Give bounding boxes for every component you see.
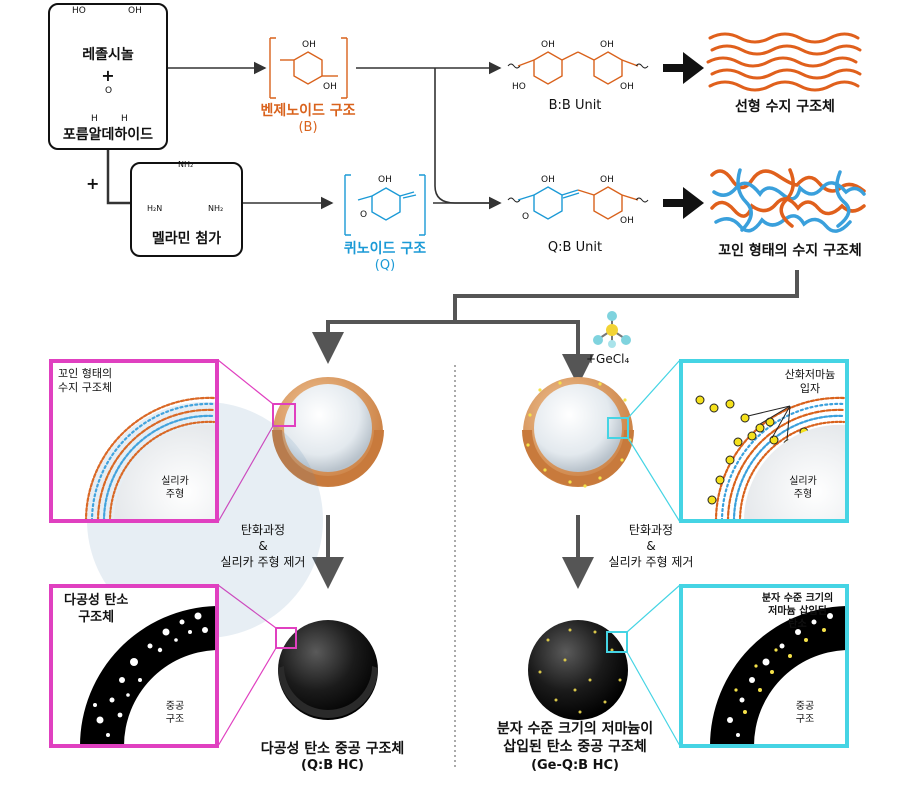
qb-wavy-right (635, 197, 649, 203)
benzenoid-oh2: OH (323, 82, 337, 92)
inset-left-bottom (49, 584, 219, 748)
twisted-result-label: 꼬인 형태의 수지 구조체 (718, 243, 862, 259)
qb-o: O (522, 212, 530, 222)
qb-oh1: OH (541, 175, 555, 185)
distribution-lines (312, 270, 799, 386)
melamine-box (130, 162, 243, 257)
zoom-connectors (217, 359, 681, 747)
qb-oh2: OH (600, 175, 614, 185)
left-step-label: 탄화과정 & 실리카 주형 제거 (220, 523, 306, 569)
formaldehyde-h1-label: H (91, 114, 98, 124)
resorcinol-ho-label: HO (72, 6, 86, 16)
twisted-resin-icon (710, 168, 866, 233)
bb-wavy-right (635, 63, 649, 69)
gecl4-label: +GeCl₄ (586, 352, 630, 366)
quinoid-o: O (360, 210, 368, 220)
right-step-label: 탄화과정 & 실리카 주형 제거 (608, 523, 694, 569)
quinoid-oh1: OH (378, 175, 392, 185)
bb-unit-molecule (517, 51, 639, 85)
benzenoid-abbr: (B) (298, 120, 318, 135)
arrow-right-icon (663, 52, 704, 219)
step-arrows (312, 515, 594, 589)
formaldehyde-h2-label: H (121, 114, 128, 124)
right-inset-top-title: 산화저마늄 입자 (784, 368, 836, 395)
right-inset-bottom-title: 분자 수준 크기의 저마늄 삽입된 탄소 (761, 593, 834, 630)
resin-coated-sphere-left (272, 377, 384, 487)
right-caption: 분자 수준 크기의 저마늄이 삽입된 탄소 중공 구조체 (496, 721, 654, 755)
inset-right-top (679, 359, 849, 523)
bb-oh2: OH (600, 40, 614, 50)
quinoid-label: 퀴노이드 구조 (343, 241, 427, 257)
zoom-box-right-bottom (606, 631, 628, 653)
qb-oh3: OH (620, 216, 634, 226)
bb-unit-label: B:B Unit (548, 98, 602, 113)
melamine-plus: + (86, 174, 100, 193)
gecl4-molecule-icon (593, 311, 631, 348)
right-inset-top-template: 실리카 주형 (789, 476, 817, 500)
right-caption-abbr: (Ge-Q:B HC) (531, 758, 619, 773)
zoom-box-right-top (607, 417, 629, 439)
left-inset-top-template: 실리카 주형 (161, 476, 189, 500)
left-inset-bottom-hollow: 중공 구조 (165, 701, 185, 725)
melamine-label: 멜라민 첨가 (151, 231, 222, 247)
reactants-box (48, 3, 168, 150)
qb-unit-label: Q:B Unit (547, 240, 603, 255)
carbon-hollow-sphere-right (528, 620, 628, 720)
bb-ho2: OH (620, 82, 634, 92)
linear-result-label: 선형 수지 구조체 (735, 99, 835, 115)
melamine-nh2-top: NH₂ (178, 160, 194, 169)
benzenoid-oh1: OH (302, 40, 316, 50)
flow-lines-top (106, 61, 502, 210)
left-caption-abbr: (Q:B HC) (301, 758, 364, 773)
melamine-nh2-left: H₂N (147, 204, 163, 213)
benzenoid-label: 벤제노이드 구조 (260, 103, 356, 119)
bb-ho1: HO (512, 82, 526, 92)
quinoid-abbr: (Q) (374, 258, 396, 273)
benzenoid-molecule (269, 37, 348, 99)
left-caption: 다공성 탄소 중공 구조체 (260, 741, 405, 757)
resorcinol-oh-label: OH (128, 6, 142, 16)
zoom-box-left-top (272, 403, 296, 427)
qb-unit-molecule (517, 186, 639, 220)
right-inset-bottom-hollow: 중공 구조 (795, 701, 815, 725)
linear-resin-icon (706, 32, 862, 92)
reactants-plus: + (101, 66, 115, 85)
formaldehyde-label: 포름알데하이드 (62, 127, 154, 143)
quinoid-molecule (344, 174, 426, 236)
bb-wavy-left (507, 63, 521, 69)
left-inset-bottom-title: 다공성 탄소 구조체 (64, 593, 129, 625)
inset-left-top (49, 359, 323, 638)
left-inset-top-title: 꼬인 형태의 수지 구조체 (58, 367, 113, 394)
melamine-nh2-right: NH₂ (208, 204, 224, 213)
resorcinol-label: 레졸시놀 (82, 47, 134, 63)
formaldehyde-o-label: O (105, 86, 113, 96)
inset-right-bottom (679, 584, 849, 748)
bb-oh1: OH (541, 40, 555, 50)
resin-coated-sphere-right (522, 377, 634, 488)
carbon-hollow-sphere-left (275, 620, 378, 720)
zoom-box-left-bottom (275, 627, 297, 649)
qb-wavy-left (507, 197, 521, 203)
